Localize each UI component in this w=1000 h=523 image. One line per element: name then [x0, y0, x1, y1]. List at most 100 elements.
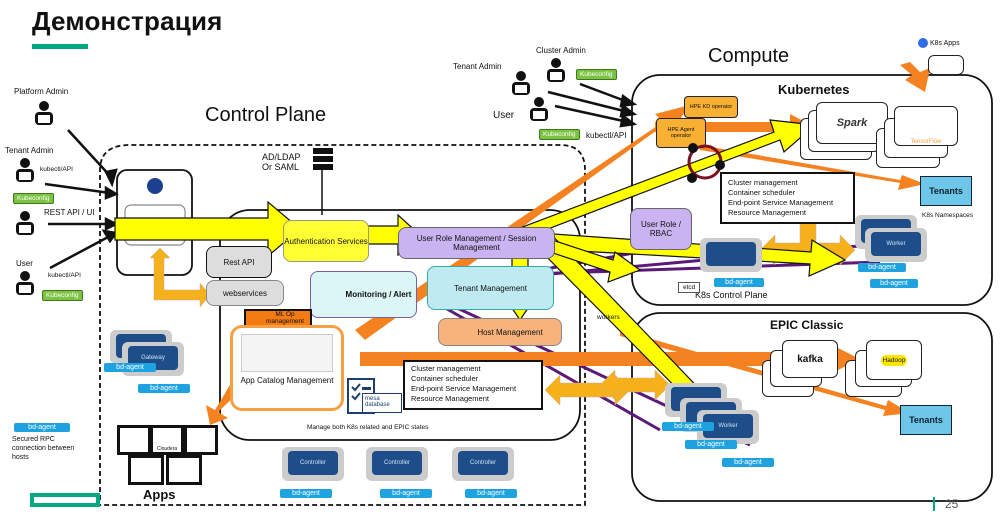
rest-api-ui-label: REST API / UI	[44, 208, 95, 217]
app-tile	[117, 425, 151, 455]
cluster-mgmt-line: Resource Management	[411, 394, 489, 403]
tensorflow-app-tile: TensorFlow	[894, 106, 958, 146]
k8s-namespaces-label: K8s Namespaces	[922, 212, 973, 219]
core-services-border	[219, 209, 581, 441]
epic-tenants-label: Tenants	[909, 415, 943, 425]
etcd-label: etcd	[678, 282, 701, 293]
k8s-tenants-box: Tenants	[920, 176, 972, 206]
webservices-box: webservices	[206, 280, 284, 306]
rest-user-icon	[16, 211, 34, 235]
user-role-rbac-label: User Role / RBAC	[640, 220, 681, 238]
compute-title: Compute	[708, 45, 790, 67]
hpe-agent-operator-label: HPE Agent operator	[667, 127, 695, 139]
controller-node: Controller	[366, 447, 428, 481]
cluster-mgmt-line: Container scheduler	[411, 374, 479, 383]
cluster-admin-icon	[547, 58, 565, 82]
app-catalog-box: App Catalog Management	[230, 325, 344, 411]
k8s-worker-node: Worker	[865, 228, 927, 262]
slide-title: Демонстрация	[32, 6, 223, 36]
cluster-admin-kubeconfig-badge: Kubeconfig	[576, 69, 617, 80]
app-tile	[166, 455, 202, 485]
hpe-kd-operator: HPE KD operator	[684, 96, 738, 118]
top-tenant-admin-label: Tenant Admin	[453, 62, 502, 71]
user-connection: kubectl/API	[48, 272, 81, 279]
top-user-label: User	[493, 110, 515, 121]
control-plane-title: Control Plane	[205, 104, 327, 126]
kafka-app-tile: kafka	[782, 340, 838, 378]
epic-classic-border	[631, 312, 993, 502]
manage-states-note: Manage both K8s related and EPIC states	[307, 424, 429, 431]
platform-admin-icon	[35, 101, 53, 125]
authentication-services-box: Authentication Services	[283, 220, 369, 262]
host-management-box: Host Management	[438, 318, 562, 346]
hpe-agent-operator: HPE Agent operator	[656, 118, 706, 148]
controller-node: Controller	[282, 447, 344, 481]
epic-tenants-box: Tenants	[900, 405, 952, 435]
k8s-mgmt-line: Container scheduler	[728, 188, 796, 197]
user-role-rbac-box: User Role / RBAC	[630, 208, 692, 250]
app-catalog-screenshot	[241, 334, 333, 372]
cluster-admin-label: Cluster Admin	[536, 46, 586, 55]
monitoring-alert-box: Monitoring / Alert	[310, 271, 417, 318]
page-number: 25	[945, 497, 959, 511]
app-tile: Cloudera	[150, 425, 184, 455]
host-management-label: Host Management	[477, 327, 543, 337]
hpe-logo	[30, 493, 100, 507]
directory-server-icon	[313, 148, 333, 170]
bd-agent-badge: bd-agent	[138, 384, 190, 393]
app-tile	[128, 455, 164, 485]
bd-agent-badge: bd-agent	[685, 440, 737, 449]
k8s-control-plane-title: K8s Control Plane	[695, 290, 768, 300]
page-number-bar	[933, 497, 935, 511]
cluster-mgmt-line: End-point Service Management	[411, 384, 517, 393]
user-role-management-label: User Role Management / Session Managemen…	[416, 234, 537, 252]
tenant-admin-connection: kubectl/API	[40, 166, 73, 173]
mesa-database-label: mesa database	[362, 393, 402, 413]
tenant-admin-label: Tenant Admin	[5, 146, 54, 155]
k8s-mgmt-line: End-point Service Management	[728, 198, 834, 207]
kubernetes-title: Kubernetes	[778, 82, 850, 97]
user-kubeconfig-badge: Kubeconfig	[42, 290, 83, 301]
title-underline	[32, 44, 88, 49]
apps-title: Apps	[143, 487, 176, 502]
k8s-tenants-label: Tenants	[929, 186, 963, 196]
user-role-management-box: User Role Management / Session Managemen…	[398, 227, 555, 259]
controller-node: Controller	[452, 447, 514, 481]
user-label: User	[16, 259, 33, 268]
user-icon	[16, 271, 34, 295]
bd-agent-badge: bd-agent	[714, 278, 764, 287]
control-loop-icon	[687, 143, 725, 183]
cluster-mgmt-line: Cluster management	[411, 364, 481, 373]
k8s-apps-label: K8s Apps	[930, 40, 960, 47]
rest-api-box: Rest API	[206, 246, 272, 278]
ml-ops-label: ML Op management	[266, 311, 304, 325]
tenant-admin-kubeconfig-badge: Kubeconfig	[13, 193, 54, 204]
bd-agent-badge: bd-agent	[870, 279, 918, 288]
top-tenant-admin-icon	[512, 71, 530, 95]
tenant-management-box: Tenant Management	[427, 266, 554, 310]
app-catalog-label: App Catalog Management	[240, 376, 334, 385]
authentication-services-label: Authentication Services	[284, 236, 368, 246]
bd-agent-legend-badge: bd-agent	[14, 423, 70, 432]
bd-agent-badge: bd-agent	[662, 422, 714, 431]
workers-label: workers	[597, 314, 620, 321]
ad-ldap-label: AD/LDAP Or SAML	[262, 152, 301, 172]
cluster-management-box: Cluster management Container scheduler E…	[403, 360, 543, 410]
top-user-icon	[530, 97, 548, 121]
epic-worker-node: Worker	[697, 410, 759, 444]
top-connection-label: kubectl/API	[586, 131, 627, 140]
k8s-logo-icon	[918, 38, 928, 48]
bd-agent-badge: bd-agent	[722, 458, 774, 467]
k8s-control-node	[700, 238, 762, 272]
tenant-admin-icon	[16, 158, 34, 182]
spark-label: Spark	[836, 117, 868, 129]
hadoop-app-tile: Hadoop	[866, 340, 922, 380]
bd-agent-legend-text: Secured RPC connection between hosts	[12, 436, 75, 461]
app-tile	[184, 425, 218, 455]
kafka-label: kafka	[797, 353, 823, 365]
tenant-management-label: Tenant Management	[454, 283, 527, 293]
bd-agent-badge: bd-agent	[280, 489, 332, 498]
rest-api-label: Rest API	[223, 257, 255, 267]
epic-classic-title: EPIC Classic	[770, 318, 844, 332]
platform-admin-label: Platform Admin	[14, 87, 69, 96]
